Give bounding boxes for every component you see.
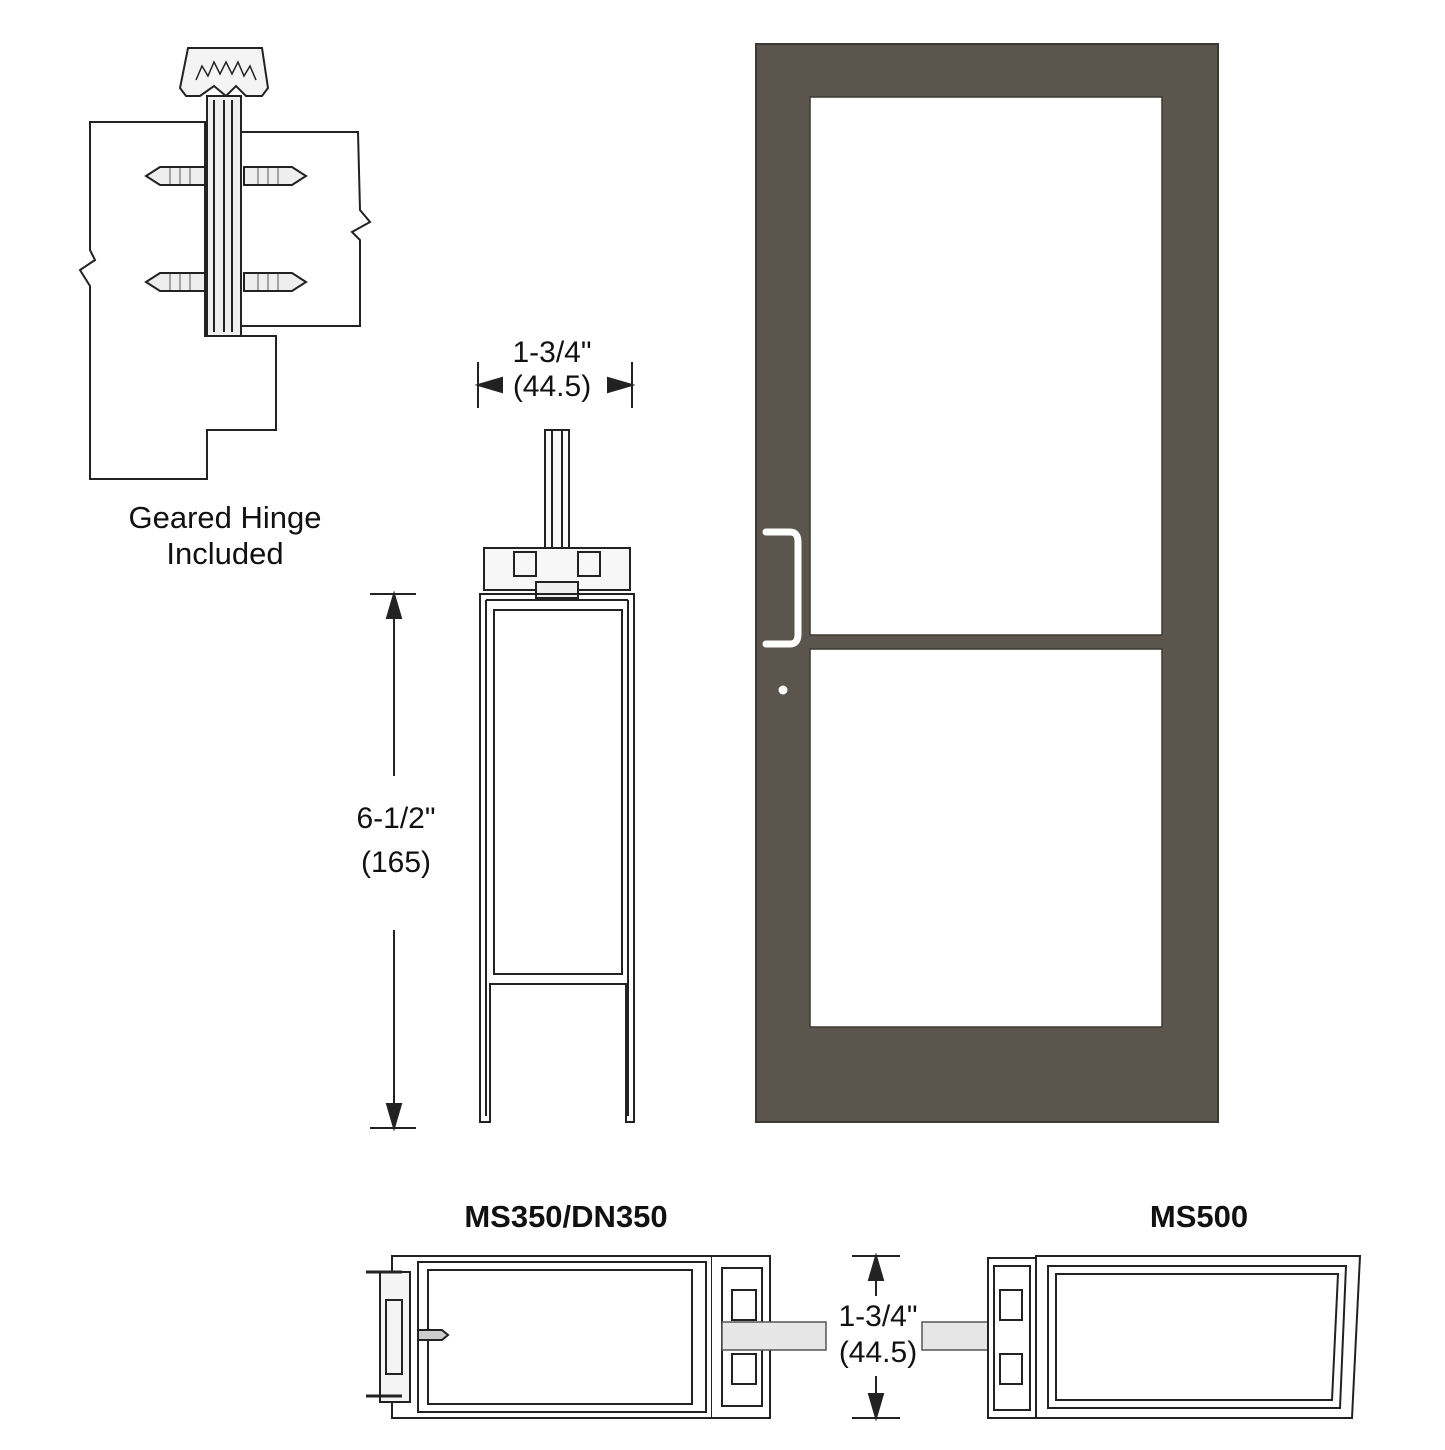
rail-width-metric: (44.5) (513, 370, 591, 403)
rail-height-metric: (165) (361, 846, 431, 879)
hinge-gear-teeth (195, 60, 257, 81)
door-lock-cylinder-icon (778, 685, 788, 695)
upper-glass-panel (809, 96, 1163, 636)
hinge-caption-line2: Included (166, 536, 283, 571)
rail-width-imperial: 1-3/4" (512, 336, 591, 369)
door-pull-handle-icon (762, 528, 802, 648)
right-model-label: MS500 (1150, 1199, 1248, 1234)
rail-cavity (493, 609, 623, 975)
lower-glass-panel (809, 648, 1163, 1028)
stile-depth-dimension (852, 1252, 900, 1422)
rail-height-imperial: 6-1/2" (356, 802, 435, 835)
door-elevation (755, 43, 1219, 1123)
hinge-left-leaf (78, 121, 277, 480)
ms500-cavity (1047, 1265, 1348, 1409)
rail-height-dimension (370, 590, 416, 1132)
stile-depth-metric: (44.5) (839, 1336, 917, 1369)
ms500-stile-section (987, 1255, 1362, 1419)
hinge-caption-line1: Geared Hinge (128, 500, 321, 535)
geared-hinge-detail (78, 47, 372, 480)
hinge-gear-cap (178, 47, 270, 98)
hinge-right-leaf (239, 131, 372, 327)
ms350-stile-section (366, 1255, 771, 1419)
rail-section-profile (479, 429, 635, 1123)
left-model-label: MS350/DN350 (464, 1199, 667, 1234)
rail-width-dimension (474, 362, 636, 408)
stile-depth-imperial: 1-3/4" (838, 1300, 917, 1333)
